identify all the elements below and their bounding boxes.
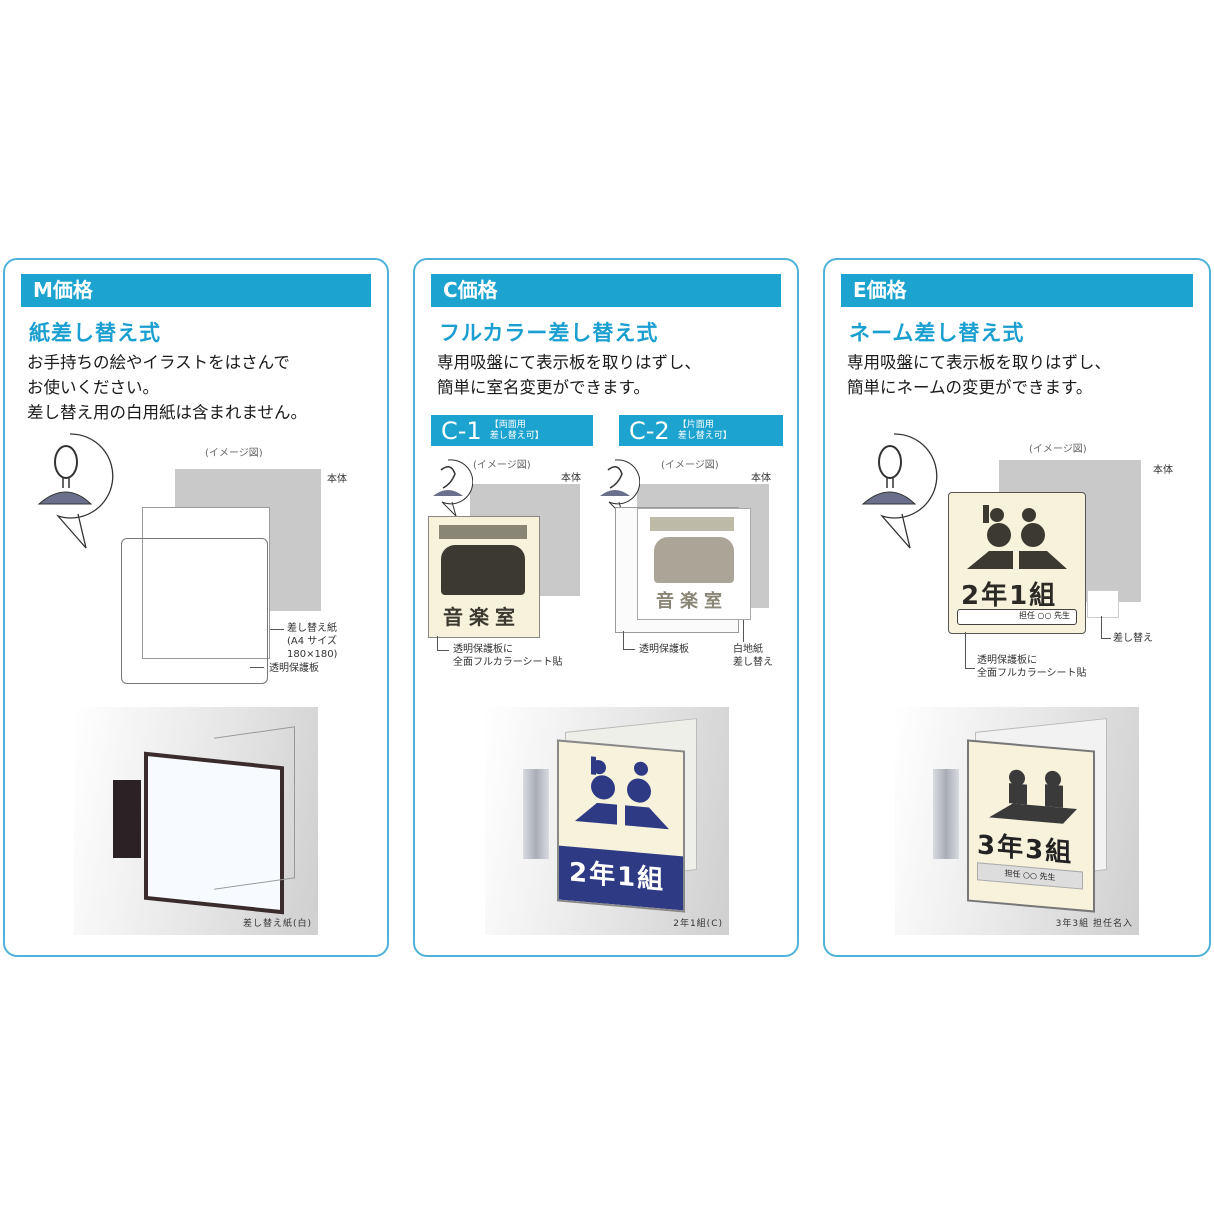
photo-caption: 2年1組(C) <box>673 919 723 929</box>
panel-m-price: M価格 紙差し替え式 お手持ちの絵やイラストをはさんで お使いください。 差し替… <box>3 258 389 957</box>
insert-paper <box>142 507 270 659</box>
sign-face-c1: 音楽室 <box>428 516 540 638</box>
panel-c-price: C価格 フルカラー差し替え式 専用吸盤にて表示板を取りはずし、 簡単に室名変更が… <box>413 258 799 957</box>
label-body: 本体 <box>1153 465 1173 476</box>
variant-note: 【片面用 差し替え可】 <box>677 419 732 441</box>
wall-bracket <box>933 769 959 859</box>
sign-face-c2: 音楽室 <box>637 508 751 620</box>
panel-subtitle: フルカラー差し替え式 <box>439 321 659 345</box>
panel-description: 専用吸盤にて表示板を取りはずし、 簡単にネームの変更ができます。 <box>847 353 1111 397</box>
sign-face: 2年1組 <box>557 739 685 913</box>
sign-class-name: 2年1組 <box>961 581 1058 611</box>
product-photo: 3年3組 担任 ○○ 先生 3年3組 担任名入 <box>895 707 1139 935</box>
choir-figures-icon <box>441 545 525 595</box>
clear-cover <box>121 538 268 684</box>
music-banner <box>650 517 734 531</box>
label-body: 本体 <box>751 473 771 484</box>
sign-face: 2年1組 担任 ○○ 先生 <box>948 492 1086 634</box>
diagram-caption: (イメージ図) <box>661 460 719 471</box>
music-banner <box>439 525 527 539</box>
suction-cup-icon <box>433 459 473 518</box>
sign-room-name: 音楽室 <box>656 591 728 612</box>
product-photo: 2年1組 2年1組(C) <box>485 707 729 935</box>
panel-header: C価格 <box>431 274 781 307</box>
diagram-caption: (イメージ図) <box>205 448 263 459</box>
label-bottom: 透明保護板に 全面フルカラーシート貼 <box>977 655 1087 679</box>
diagram-caption: (イメージ図) <box>1029 444 1087 455</box>
label-body: 本体 <box>327 474 347 485</box>
product-photo: 差し替え紙(白) <box>74 707 318 935</box>
label-insert: 差し替え <box>1113 633 1153 644</box>
photo-caption: 3年3組 担任名入 <box>1055 919 1133 929</box>
label-bottom: 透明保護板 <box>639 644 689 655</box>
suction-cup-icon <box>37 433 114 549</box>
suction-cup-icon <box>600 459 640 518</box>
students-at-desk-icon <box>575 756 669 830</box>
insert-card <box>1087 590 1119 618</box>
label-body: 本体 <box>561 473 581 484</box>
panel-subtitle: ネーム差し替え式 <box>849 321 1025 345</box>
choir-figures-icon <box>654 537 734 583</box>
label-bottom: 透明保護板に 全面フルカラーシート貼 <box>453 644 563 668</box>
students-at-desk-icon <box>989 769 1077 824</box>
variant-code: C-2 <box>629 416 670 445</box>
diagram-caption: (イメージ図) <box>473 460 531 471</box>
name-bar: 担任 ○○ 先生 <box>957 609 1077 625</box>
sign-face: 3年3組 担任 ○○ 先生 <box>967 739 1095 913</box>
name-bar-text: 担任 ○○ 先生 <box>1018 611 1070 620</box>
label-insert: 差し替え紙 (A4 サイズ 180×180) <box>287 623 338 660</box>
panel-description: 専用吸盤にて表示板を取りはずし、 簡単に室名変更ができます。 <box>437 353 701 397</box>
variant-code: C-1 <box>441 416 482 445</box>
panel-e-price: E価格 ネーム差し替え式 専用吸盤にて表示板を取りはずし、 簡単にネームの変更が… <box>823 258 1211 957</box>
suction-cup-icon <box>861 433 938 549</box>
panel-header: E価格 <box>841 274 1193 307</box>
variant-c1-header: C-1 【両面用 差し替え可】 <box>431 415 593 446</box>
variant-c2-header: C-2 【片面用 差し替え可】 <box>619 415 783 446</box>
students-at-desk-icon <box>967 505 1067 569</box>
panel-header: M価格 <box>21 274 371 307</box>
wall-bracket <box>523 769 549 859</box>
variant-note: 【両面用 差し替え可】 <box>489 419 544 441</box>
label-side: 白地紙 差し替え <box>733 644 773 668</box>
wall-bracket <box>113 780 141 858</box>
sign-room-name: 音楽室 <box>443 605 521 629</box>
label-cover: 透明保護板 <box>269 663 319 674</box>
panel-description: お手持ちの絵やイラストをはさんで お使いください。 差し替え用の白用紙は含まれま… <box>27 353 308 422</box>
sign-back-pane <box>214 726 295 890</box>
panel-subtitle: 紙差し替え式 <box>29 321 161 345</box>
photo-caption: 差し替え紙(白) <box>242 919 312 929</box>
